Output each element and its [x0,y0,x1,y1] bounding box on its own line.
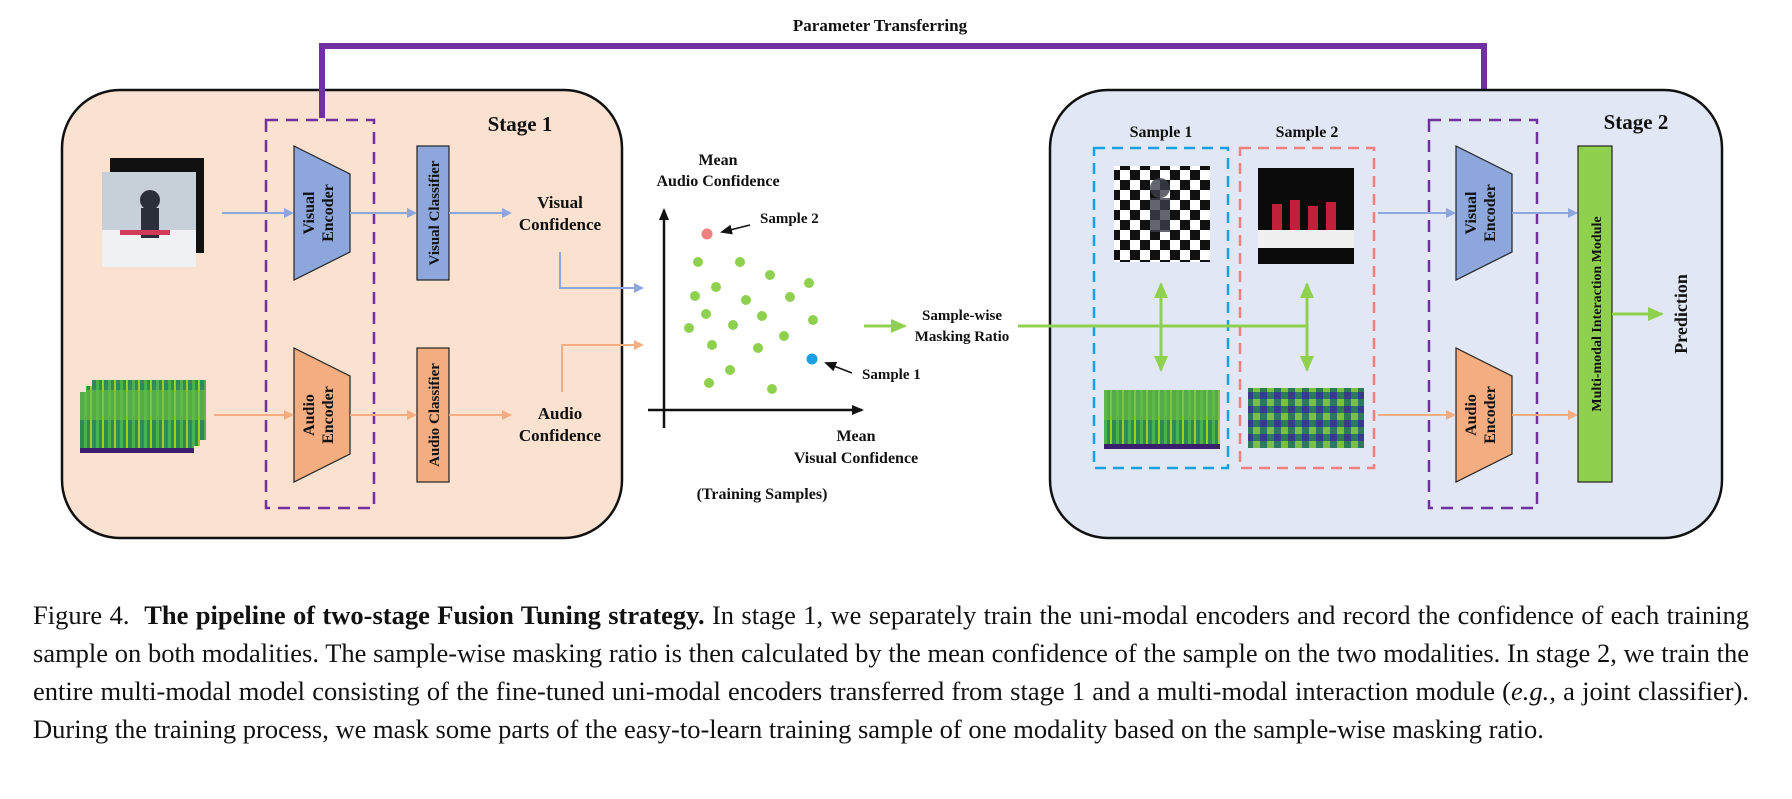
scatter-y-label-2: Audio Confidence [656,173,779,190]
sample1-pointer [824,361,853,374]
prediction-label: Prediction [1671,274,1691,354]
stage2-sample2-label: Sample 2 [1276,124,1339,141]
stage1-panel [60,88,624,540]
sample1-label: Sample 1 [862,367,921,383]
parameter-transfer-label: Parameter Transferring [793,16,968,35]
figure-caption: Figure 4. The pipeline of two-stage Fusi… [33,596,1749,748]
stage1-title: Stage 1 [488,112,553,136]
masking-label-1: Sample-wise [922,308,1002,324]
sample1-spectrogram [1104,390,1220,449]
sample2-pointer [720,224,751,235]
stage1-visual-encoder [293,145,351,281]
stage1-visual-arrows [222,208,644,293]
stage1-audio-encoder-label-1: Audio [301,394,318,436]
caption-text-1: In stage 1, we separately train the uni-… [33,600,1750,706]
caption-prefix: Figure 4. [33,600,130,630]
masking-label-2: Masking Ratio [915,329,1010,345]
stage1-encoder-box [264,118,376,510]
audio-confidence-label-2: Confidence [519,426,602,445]
pipeline-diagram: Stage 1 Visual Encoder Audio Encoder Vis… [60,16,1724,540]
stage2-visual-encoder-label-2: Encoder [1482,184,1499,242]
stage2-visual-encoder [1455,145,1513,281]
stage1-audio-encoder [293,347,351,483]
stage2-visual-encoder-label-1: Visual [1463,191,1480,235]
stage2-title: Stage 2 [1604,110,1669,134]
stage1-audio-arrows [214,340,644,420]
masked-video-frame [1114,166,1210,262]
audio-confidence-label-1: Audio [538,404,582,423]
sample2-point [701,228,713,240]
stage2-audio-encoder-label-1: Audio [1463,394,1480,436]
stage2-encoder-box [1427,118,1539,510]
sample2-box [1238,146,1376,470]
stage1-audio-encoder-label-2: Encoder [320,386,337,444]
sample2-label: Sample 2 [760,211,819,227]
caption-bold: The pipeline of two-stage Fusion Tuning … [144,600,705,630]
sample1-box [1092,146,1230,470]
stage1-visual-encoder-label-2: Encoder [320,184,337,242]
stage2-audio-encoder [1455,347,1513,483]
masked-spectrogram [1248,388,1364,448]
scatter-points [684,257,818,394]
caption-text-2: a joint classifier). During the training… [33,676,1750,744]
scatter-caption: (Training Samples) [697,486,828,503]
stage2-sample1-label: Sample 1 [1130,124,1193,141]
visual-classifier [416,145,450,281]
visual-confidence-label-1: Visual [537,193,583,212]
masking-vertical-arrows [1154,282,1314,372]
video-frames [102,158,204,267]
caption-italic: e.g., [1511,676,1556,706]
scatter-x-label-1: Mean [836,428,875,445]
parameter-transfer-arrow [319,43,1502,119]
visual-confidence-label-2: Confidence [519,215,602,234]
scatter-x-label-2: Visual Confidence [794,450,918,467]
visual-classifier-label: Visual Classifier [427,160,443,265]
sample1-point [806,353,818,365]
stage2-audio-encoder-label-2: Encoder [1482,386,1499,444]
audio-spectrograms [80,380,206,453]
multimodal-interaction-module [1577,145,1613,483]
audio-classifier-label: Audio Classifier [427,363,443,467]
stage1-visual-encoder-label-1: Visual [301,191,318,235]
sample2-video-frame [1258,168,1354,264]
scatter-y-label-1: Mean [698,152,737,169]
multimodal-interaction-module-label: Multi-modal Interaction Module [1590,216,1605,411]
